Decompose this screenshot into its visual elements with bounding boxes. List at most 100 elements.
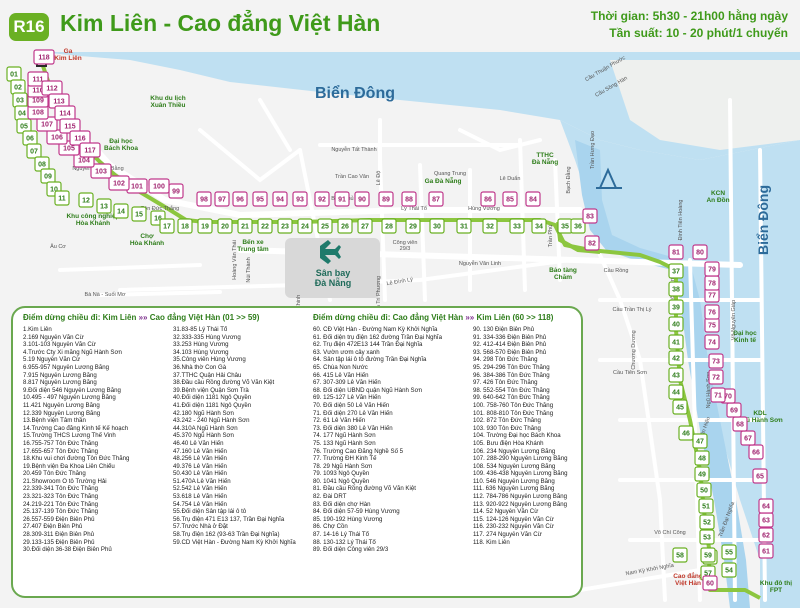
return-stop-marker[interactable]: 82 (584, 235, 600, 251)
return-stop-marker[interactable]: 95 (252, 191, 268, 207)
outbound-stop-marker[interactable]: 21 (237, 218, 253, 234)
outbound-stop-marker[interactable]: 04 (14, 105, 30, 121)
outbound-stop-marker[interactable]: 44 (668, 384, 684, 400)
outbound-stop-marker[interactable]: 39 (668, 299, 684, 315)
outbound-stop-marker[interactable]: 51 (698, 498, 714, 514)
return-stop-marker[interactable]: 84 (525, 191, 541, 207)
return-stop-marker[interactable]: 87 (428, 191, 444, 207)
outbound-stop-marker[interactable]: 12 (78, 192, 94, 208)
return-stop-marker[interactable]: 60 (702, 575, 718, 591)
return-stop-marker[interactable]: 98 (196, 191, 212, 207)
return-stop-marker[interactable]: 85 (502, 191, 518, 207)
outbound-stop-marker[interactable]: 47 (692, 433, 708, 449)
outbound-stop-marker[interactable]: 43 (668, 367, 684, 383)
return-stop-marker[interactable]: 112 (41, 80, 63, 96)
return-stop-marker[interactable]: 100 (148, 178, 170, 194)
outbound-stop-marker[interactable]: 46 (678, 425, 694, 441)
return-stop-marker[interactable]: 61 (758, 543, 774, 559)
return-stop-marker[interactable]: 83 (582, 208, 598, 224)
return-stop-marker[interactable]: 91 (334, 191, 350, 207)
outbound-stop-marker[interactable]: 36 (570, 218, 586, 234)
outbound-stop-marker[interactable]: 54 (721, 562, 737, 578)
return-stop-marker[interactable]: 96 (232, 191, 248, 207)
outbound-stop-marker[interactable]: 22 (257, 218, 273, 234)
return-stop-marker[interactable]: 78 (704, 275, 720, 291)
return-stop-marker[interactable]: 117 (79, 142, 101, 158)
outbound-stop-marker[interactable]: 25 (317, 218, 333, 234)
return-stop-marker[interactable]: 93 (292, 191, 308, 207)
outbound-stop-marker[interactable]: 49 (694, 466, 710, 482)
outbound-stop-marker[interactable]: 48 (694, 450, 710, 466)
outbound-stop-marker[interactable]: 24 (297, 218, 313, 234)
return-stop-marker[interactable]: 64 (758, 498, 774, 514)
return-stop-marker[interactable]: 63 (758, 512, 774, 528)
outbound-stop-marker[interactable]: 33 (509, 218, 525, 234)
outbound-stop-marker[interactable]: 50 (696, 482, 712, 498)
outbound-stop-marker[interactable]: 30 (429, 218, 445, 234)
outbound-stop-marker[interactable]: 01 (6, 66, 22, 82)
return-stop-marker[interactable]: 75 (704, 317, 720, 333)
outbound-stop-marker[interactable]: 42 (668, 350, 684, 366)
return-stop-marker[interactable]: 74 (704, 334, 720, 350)
return-stop-marker[interactable]: 65 (752, 468, 768, 484)
outbound-stop-marker[interactable]: 31 (456, 218, 472, 234)
outbound-stop-marker[interactable]: 20 (217, 218, 233, 234)
outbound-stop-marker[interactable]: 40 (668, 316, 684, 332)
outbound-stop-marker[interactable]: 53 (699, 529, 715, 545)
return-stop-marker[interactable]: 79 (704, 261, 720, 277)
outbound-stop-marker[interactable]: 15 (131, 206, 147, 222)
return-stop-marker[interactable]: 89 (378, 191, 394, 207)
outbound-stop-marker[interactable]: 59 (700, 547, 716, 563)
outbound-stop-marker[interactable]: 05 (16, 118, 32, 134)
return-stop-marker[interactable]: 118 (33, 49, 55, 65)
outbound-stop-marker[interactable]: 28 (381, 218, 397, 234)
outbound-stop-marker[interactable]: 52 (699, 514, 715, 530)
outbound-stop-marker[interactable]: 02 (10, 79, 26, 95)
outbound-stop-marker[interactable]: 38 (668, 281, 684, 297)
outbound-stop-marker[interactable]: 06 (22, 130, 38, 146)
outbound-stop-marker[interactable]: 34 (531, 218, 547, 234)
return-stop-marker[interactable]: 90 (354, 191, 370, 207)
return-stop-marker[interactable]: 102 (108, 175, 130, 191)
outbound-stop-marker[interactable]: 45 (672, 399, 688, 415)
outbound-stop-marker[interactable]: 13 (96, 198, 112, 214)
return-stop-marker[interactable]: 81 (668, 244, 684, 260)
return-stop-marker[interactable]: 66 (748, 444, 764, 460)
outbound-stop-marker[interactable]: 58 (672, 547, 688, 563)
return-stop-marker[interactable]: 103 (90, 163, 112, 179)
outbound-stop-marker[interactable]: 19 (197, 218, 213, 234)
return-stop-marker[interactable]: 92 (314, 191, 330, 207)
outbound-stop-marker[interactable]: 32 (482, 218, 498, 234)
return-stop-marker[interactable]: 71 (710, 387, 726, 403)
outbound-stop-marker[interactable]: 29 (405, 218, 421, 234)
outbound-stop-marker[interactable]: 14 (113, 203, 129, 219)
outbound-stop-marker[interactable]: 23 (277, 218, 293, 234)
outbound-stop-marker[interactable]: 17 (159, 218, 175, 234)
return-stop-marker[interactable]: 88 (401, 191, 417, 207)
return-stop-marker[interactable]: 114 (54, 105, 76, 121)
outbound-stop-marker[interactable]: 35 (557, 218, 573, 234)
return-stop-marker[interactable]: 94 (272, 191, 288, 207)
return-stop-marker[interactable]: 69 (726, 402, 742, 418)
outbound-stop-marker[interactable]: 37 (668, 263, 684, 279)
return-stop-marker[interactable]: 68 (732, 416, 748, 432)
return-stop-marker[interactable]: 72 (708, 369, 724, 385)
outbound-stop-marker[interactable]: 27 (357, 218, 373, 234)
outbound-stop-marker[interactable]: 41 (668, 334, 684, 350)
outbound-stop-marker[interactable]: 09 (40, 168, 56, 184)
outbound-stop-marker[interactable]: 26 (337, 218, 353, 234)
outbound-stop-marker[interactable]: 55 (721, 544, 737, 560)
outbound-stop-marker[interactable]: 11 (54, 190, 70, 206)
return-stop-marker[interactable]: 76 (704, 304, 720, 320)
return-stop-marker[interactable]: 67 (740, 430, 756, 446)
return-stop-marker[interactable]: 101 (126, 178, 148, 194)
return-stop-marker[interactable]: 99 (168, 183, 184, 199)
outbound-stop-marker[interactable]: 03 (12, 92, 28, 108)
outbound-stop-marker[interactable]: 07 (26, 143, 42, 159)
return-stop-marker[interactable]: 62 (758, 527, 774, 543)
return-stop-marker[interactable]: 86 (480, 191, 496, 207)
outbound-stop-marker[interactable]: 18 (177, 218, 193, 234)
return-stop-marker[interactable]: 80 (692, 244, 708, 260)
